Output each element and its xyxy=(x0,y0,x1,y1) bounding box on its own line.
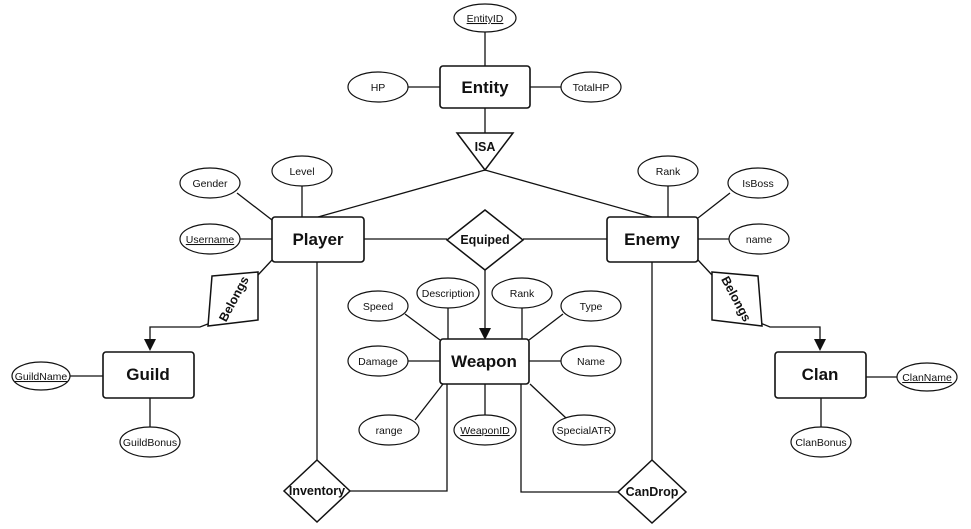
attribute-player-username-label: Username xyxy=(186,234,235,246)
attribute-weapon-specialatr-label: SpecialATR xyxy=(557,425,612,437)
attribute-player-level: Level xyxy=(271,155,333,187)
entity-enemy-label: Enemy xyxy=(624,230,680,249)
entity-weapon-label: Weapon xyxy=(451,352,517,371)
attribute-enemy-rank-label: Rank xyxy=(656,166,681,178)
relationship-isa: ISA xyxy=(455,132,515,172)
attribute-weaponid: WeaponID xyxy=(453,414,517,446)
entity-entity-label: Entity xyxy=(461,78,509,97)
edge-enemy-isboss xyxy=(697,192,731,219)
arrowhead-weapon xyxy=(479,328,491,340)
relationship-candrop-label: CanDrop xyxy=(626,485,679,499)
attribute-clanbonus-label: ClanBonus xyxy=(795,437,846,449)
attribute-enemy-isboss-label: IsBoss xyxy=(742,178,774,190)
attribute-player-level-label: Level xyxy=(289,166,314,178)
edge-player-belongs xyxy=(257,259,273,276)
relationship-inventory-label: Inventory xyxy=(289,484,345,498)
attribute-totalhp-label: TotalHP xyxy=(573,82,610,94)
attribute-weapon-description-label: Description xyxy=(422,288,475,300)
relationship-belongs-player: Belongs xyxy=(207,271,259,327)
attribute-enemy-name-label: name xyxy=(746,234,772,246)
entity-guild-label: Guild xyxy=(126,365,169,384)
attribute-weapon-range: range xyxy=(358,414,420,446)
edge-weapon-specialatr xyxy=(529,383,567,419)
arrowhead-clan xyxy=(814,339,826,351)
attribute-weapon-damage: Damage xyxy=(347,345,409,377)
edge-weapon-candrop xyxy=(520,384,620,493)
edge-isa-player xyxy=(317,169,486,218)
attribute-hp-label: HP xyxy=(371,82,386,94)
attribute-entityid-label: EntityID xyxy=(467,13,504,25)
arrowhead-guild xyxy=(144,339,156,351)
attribute-weapon-speed-label: Speed xyxy=(363,301,394,313)
connectors xyxy=(70,32,897,493)
attribute-guildname-label: GuildName xyxy=(15,371,68,383)
attribute-guildbonus: GuildBonus xyxy=(119,426,181,458)
edge-isa-enemy xyxy=(484,169,653,218)
attribute-weapon-rank: Rank xyxy=(491,277,553,309)
attribute-entityid: EntityID xyxy=(453,3,517,33)
attribute-weapon-damage-label: Damage xyxy=(358,356,398,368)
attribute-weapon-description: Description xyxy=(416,277,480,309)
attribute-player-gender: Gender xyxy=(179,167,241,199)
attribute-weapon-rank-label: Rank xyxy=(510,288,535,300)
edge-weapon-speed xyxy=(404,313,441,341)
attribute-hp: HP xyxy=(347,71,409,103)
entity-weapon: Weapon xyxy=(439,338,530,385)
attribute-totalhp: TotalHP xyxy=(560,71,622,103)
edge-inventory-weapon xyxy=(350,384,448,492)
entity-player-label: Player xyxy=(292,230,343,249)
attribute-weapon-type-label: Type xyxy=(580,301,603,313)
entity-enemy: Enemy xyxy=(606,216,699,263)
relationship-isa-label: ISA xyxy=(475,140,496,154)
attribute-weapon-name: Name xyxy=(560,345,622,377)
relationship-equiped: Equiped xyxy=(445,209,525,271)
edge-player-gender xyxy=(236,192,273,221)
attribute-clanname-label: ClanName xyxy=(902,372,952,384)
attribute-weapon-name-label: Name xyxy=(577,356,605,368)
attribute-guildname: GuildName xyxy=(11,361,71,391)
attribute-weapon-specialatr: SpecialATR xyxy=(552,414,616,446)
attribute-player-username: Username xyxy=(179,223,241,255)
attribute-guildbonus-label: GuildBonus xyxy=(123,437,177,449)
entity-guild: Guild xyxy=(102,351,195,399)
attribute-weapon-speed: Speed xyxy=(347,290,409,322)
attribute-clanbonus: ClanBonus xyxy=(790,426,852,458)
entity-player: Player xyxy=(271,216,365,263)
edge-belongs-guild xyxy=(149,321,214,340)
edge-weapon-type xyxy=(528,313,564,341)
edge-weapon-range xyxy=(414,383,444,421)
attribute-enemy-name: name xyxy=(728,223,790,255)
attribute-clanname: ClanName xyxy=(896,362,958,392)
relationship-candrop: CanDrop xyxy=(616,458,688,525)
edge-belongs-clan xyxy=(757,321,821,340)
attribute-weapon-type: Type xyxy=(560,290,622,322)
entity-entity: Entity xyxy=(439,65,531,109)
attribute-enemy-rank: Rank xyxy=(637,155,699,187)
attribute-player-gender-label: Gender xyxy=(192,178,228,190)
relationship-belongs-enemy: Belongs xyxy=(711,271,763,327)
attribute-weaponid-label: WeaponID xyxy=(460,425,510,437)
relationship-inventory: Inventory xyxy=(282,458,352,524)
edge-enemy-belongs xyxy=(697,259,713,276)
entity-clan-label: Clan xyxy=(802,365,839,384)
relationship-equiped-label: Equiped xyxy=(460,233,509,247)
entity-clan: Clan xyxy=(774,351,867,399)
attribute-weapon-range-label: range xyxy=(376,425,403,437)
attribute-enemy-isboss: IsBoss xyxy=(727,167,789,199)
